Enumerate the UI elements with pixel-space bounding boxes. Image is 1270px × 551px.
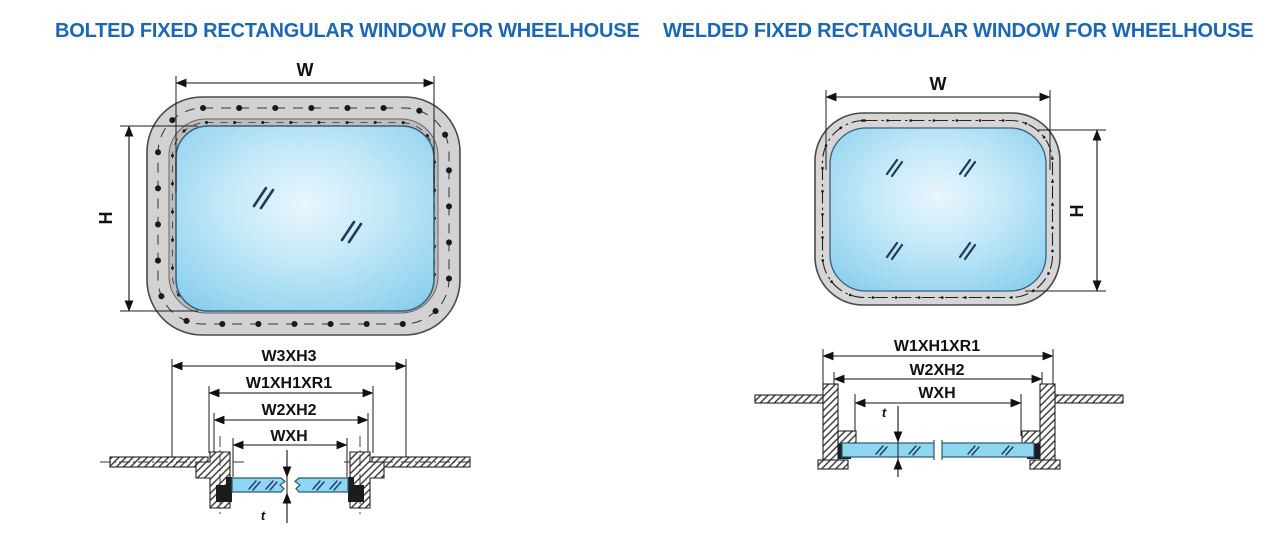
bolted-section-view: W3XH3 W1XH1XR1 W2XH2 WXH [100, 348, 472, 523]
welded-dim-w1xh1xr1: W1XH1XR1 [894, 338, 980, 355]
bolted-thickness-label: t [261, 508, 266, 523]
welded-glass-pane [829, 127, 1047, 292]
welded-dim-wxh: WXH [918, 385, 955, 402]
weld-centerline-ring [821, 119, 1054, 299]
bolted-window-title: BOLTED FIXED RECTANGULAR WINDOW FOR WHEE… [55, 20, 640, 42]
bolted-section-extension-lines [171, 359, 407, 477]
bolted-width-label: W [297, 60, 314, 80]
gasket-right-top [348, 477, 354, 485]
welded-w-dimension: W [825, 74, 1051, 170]
bolted-front-view: W H [96, 60, 461, 336]
glass-symbol-icon [252, 186, 363, 244]
bolted-dim-wxh: WXH [270, 428, 307, 445]
bolted-dim-w3xh3: W3XH3 [261, 348, 316, 365]
welded-section-view: W1XH1XR1 W2XH2 WXH [754, 338, 1124, 477]
welded-frame-bar-left [822, 383, 839, 469]
welded-front-view: W H [814, 74, 1106, 306]
bolted-h-dimension: H [96, 125, 198, 312]
gasket-right [348, 485, 364, 502]
welded-thickness-dimension: t [882, 405, 903, 477]
welded-h-dimension: H [1025, 129, 1106, 292]
bulkhead-plate-right [1054, 394, 1124, 404]
glass-seat-left [837, 430, 857, 445]
welded-frame-bar-right [1039, 383, 1056, 469]
bolted-dim-w1xh1xr1: W1XH1XR1 [246, 375, 332, 392]
glass-seat-right [1021, 430, 1041, 445]
section-glass-marks [248, 480, 342, 491]
bolted-glass-pane [175, 125, 435, 312]
gasket-left [216, 485, 232, 502]
section-glass-marks [875, 445, 1014, 456]
welded-dim-w2xh2: W2XH2 [909, 362, 964, 379]
welded-thickness-label: t [882, 405, 887, 420]
section-glass-left [231, 477, 286, 493]
bulkhead-plate-left [754, 394, 824, 404]
bolted-thickness-dimension: t [261, 450, 292, 523]
welded-width-label: W [930, 74, 947, 94]
bolted-w-dimension: W [175, 60, 435, 193]
bolted-height-label: H [96, 212, 116, 225]
bolted-dim-w2xh2: W2XH2 [261, 402, 316, 419]
frame-foot-right [1029, 459, 1061, 470]
welded-height-label: H [1067, 205, 1087, 218]
frame-foot-left [817, 459, 849, 470]
welded-window-title: WELDED FIXED RECTANGULAR WINDOW FOR WHEE… [663, 20, 1254, 42]
gasket-left-top [226, 477, 232, 485]
glass-break-gap [934, 441, 942, 459]
glass-symbol-icon [885, 158, 977, 261]
